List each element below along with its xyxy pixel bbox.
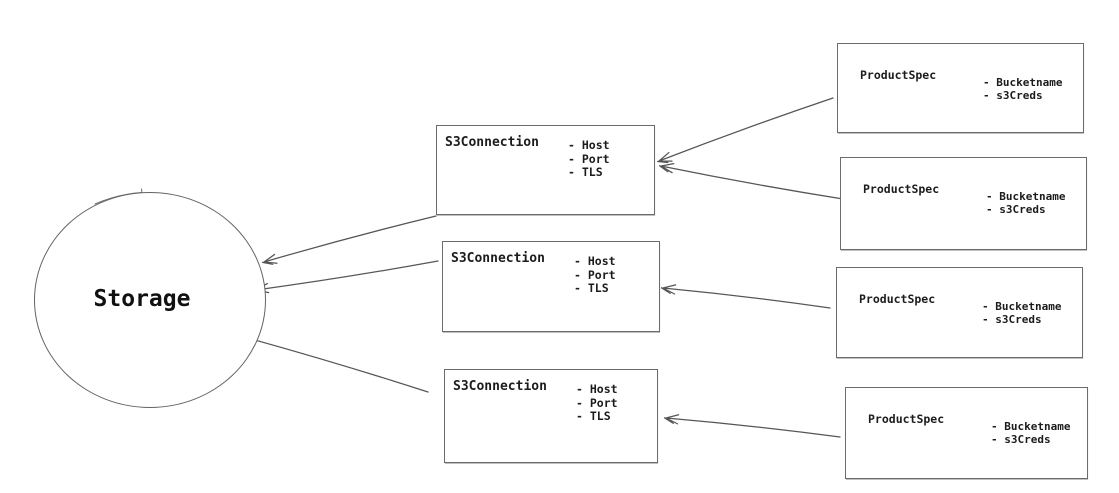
storage-label: Storage [93, 285, 191, 312]
productspec-4-title: ProductSpec [868, 412, 945, 426]
arrow-s3connection3-to-storage [241, 335, 429, 393]
attribute-host: - Host [576, 382, 618, 396]
attribute-tls: - TLS [576, 409, 611, 423]
attribute-bucketname: - Bucketname [982, 300, 1062, 313]
node-productspec-3: ProductSpec - Bucketname - s3Creds [836, 267, 1083, 358]
arrow-s3connection1-to-storage [261, 215, 437, 265]
node-productspec-4: ProductSpec - Bucketname - s3Creds [845, 387, 1088, 479]
attribute-bucketname: - Bucketname [991, 420, 1071, 433]
attribute-tls: - TLS [574, 281, 609, 295]
productspec-1-title: ProductSpec [860, 68, 937, 82]
node-storage: Storage [34, 192, 266, 408]
productspec-2-title: ProductSpec [863, 182, 940, 196]
s3connection-3-title: S3Connection [453, 379, 547, 394]
node-s3connection-3: S3Connection - Host - Port - TLS [444, 369, 658, 463]
productspec-1-attributes: - Bucketname - s3Creds [983, 76, 1062, 102]
attribute-s3creds: - s3Creds [983, 89, 1043, 102]
productspec-4-attributes: - Bucketname - s3Creds [991, 420, 1070, 446]
productspec-3-title: ProductSpec [859, 292, 936, 306]
s3connection-2-title: S3Connection [451, 251, 545, 266]
attribute-bucketname: - Bucketname [983, 76, 1063, 89]
attribute-s3creds: - s3Creds [986, 203, 1046, 216]
attribute-bucketname: - Bucketname [986, 190, 1066, 203]
attribute-port: - Port [574, 267, 616, 282]
attribute-s3creds: - s3Creds [982, 313, 1042, 326]
attribute-port: - Port [568, 151, 610, 166]
node-productspec-2: ProductSpec - Bucketname - s3Creds [840, 157, 1087, 250]
attribute-host: - Host [574, 254, 616, 268]
node-productspec-1: ProductSpec - Bucketname - s3Creds [837, 43, 1084, 133]
node-s3connection-1: S3Connection - Host - Port - TLS [436, 125, 655, 215]
s3connection-1-title: S3Connection [445, 135, 539, 150]
productspec-2-attributes: - Bucketname - s3Creds [986, 190, 1065, 216]
attribute-port: - Port [576, 395, 618, 410]
s3connection-1-attributes: - Host - Port - TLS [568, 138, 610, 180]
arrow-productspec2-to-s3connection1 [658, 163, 844, 200]
node-s3connection-2: S3Connection - Host - Port - TLS [442, 241, 660, 332]
attribute-tls: - TLS [568, 165, 603, 179]
arrow-productspec1-to-s3connection1 [656, 97, 834, 164]
arrow-productspec4-to-s3connection3 [663, 414, 841, 438]
s3connection-2-attributes: - Host - Port - TLS [574, 254, 616, 296]
arrow-productspec3-to-s3connection2 [660, 284, 831, 309]
arrow-s3connection2-to-storage [253, 260, 439, 294]
productspec-3-attributes: - Bucketname - s3Creds [982, 300, 1061, 326]
attribute-host: - Host [568, 138, 610, 152]
s3connection-3-attributes: - Host - Port - TLS [576, 382, 618, 424]
attribute-s3creds: - s3Creds [991, 433, 1051, 446]
